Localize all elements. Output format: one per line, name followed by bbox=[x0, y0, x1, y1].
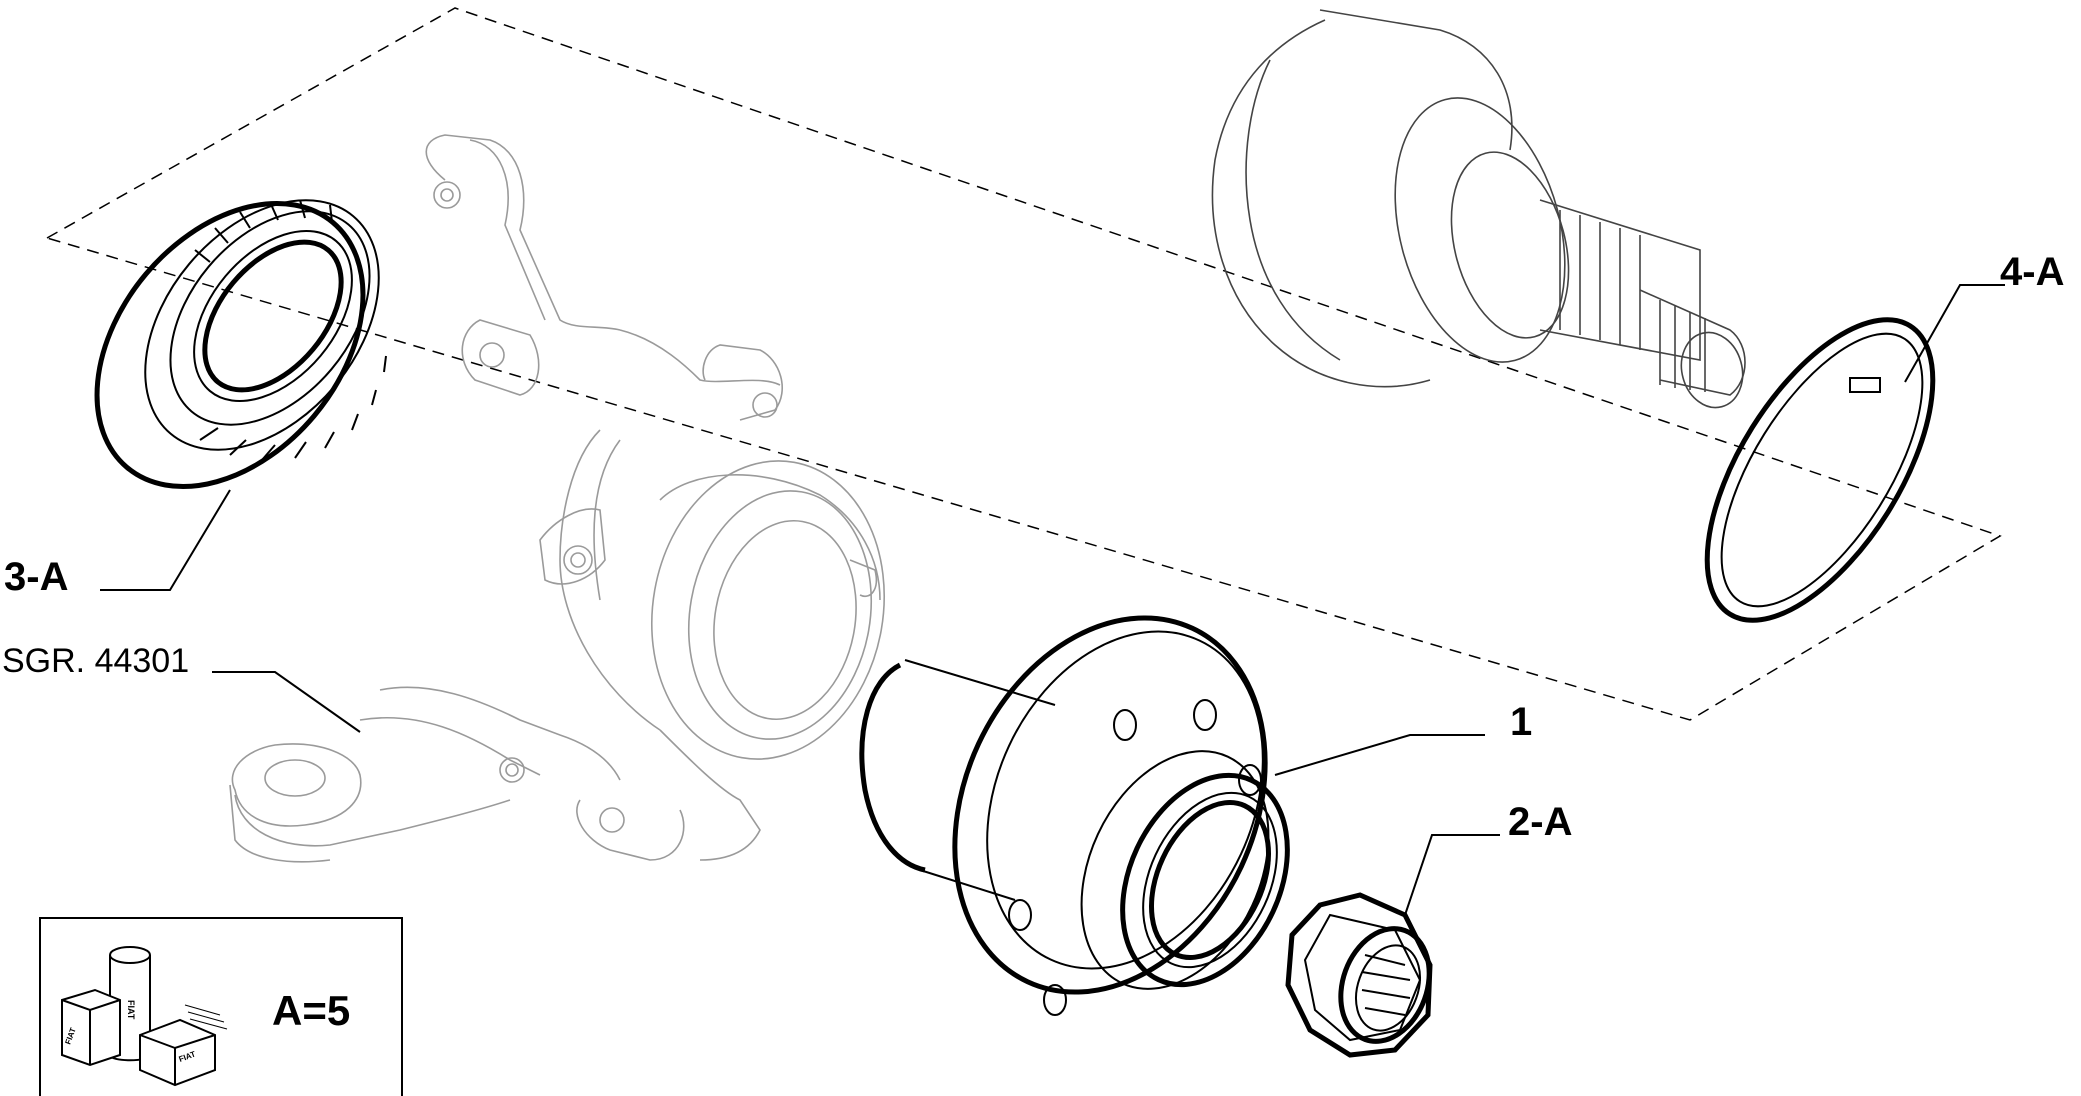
wheel-hub bbox=[859, 615, 1290, 1016]
callout-1: 1 bbox=[1510, 700, 1532, 744]
cv-joint-shaft bbox=[1211, 9, 1746, 409]
snap-ring bbox=[1704, 317, 1936, 623]
callout-reference: SGR. 44301 bbox=[2, 642, 189, 680]
hub-nut bbox=[1285, 892, 1433, 1058]
callout-4a: 4-A bbox=[2000, 250, 2064, 294]
package-quantity: A=5 bbox=[272, 987, 350, 1034]
leader-4a bbox=[1904, 284, 2005, 383]
callout-3a: 3-A bbox=[4, 555, 68, 599]
wheel-bearing bbox=[94, 199, 387, 489]
parts-package-icon bbox=[61, 946, 228, 1087]
leader-ref bbox=[212, 671, 361, 733]
package-logo-text: FIAT bbox=[126, 1000, 136, 1020]
steering-knuckle bbox=[229, 134, 886, 863]
callout-2a: 2-A bbox=[1508, 800, 1572, 844]
assembly-dashed-outline bbox=[45, 7, 2002, 721]
leader-2a bbox=[1404, 834, 1500, 916]
leader-1 bbox=[1274, 734, 1485, 776]
package-quantity-box: FIAT FIAT FIAT A=5 bbox=[39, 917, 403, 1096]
leader-3a bbox=[100, 489, 231, 591]
